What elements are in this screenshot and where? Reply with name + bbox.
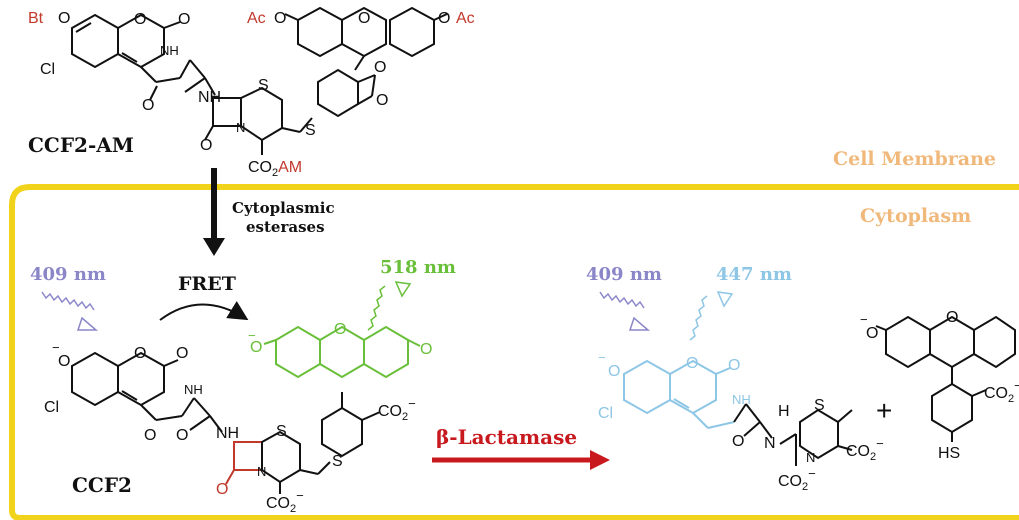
atom-o: O: [200, 137, 212, 154]
excitation-wave-left: [41, 291, 95, 311]
ccf2-fluorescein: [263, 325, 421, 379]
atom-o: O: [216, 481, 228, 498]
atom-nh: NH: [160, 43, 179, 58]
atom-minus: −: [598, 350, 606, 365]
atom-o: O: [358, 10, 370, 27]
atom-ac: Ac: [247, 10, 266, 27]
atom-cl: Cl: [44, 399, 59, 416]
emission-wave-green: [367, 285, 386, 331]
emission-arrowhead-green: [394, 281, 412, 298]
emission-arrowhead-blue: [716, 291, 734, 308]
atom-o: O: [438, 10, 450, 27]
atom-o: O: [334, 321, 346, 338]
atom-n: N: [257, 464, 266, 479]
atom-o: O: [732, 433, 744, 450]
excitation-label-right: 409 nm: [586, 264, 662, 285]
atom-minus: −: [248, 328, 256, 343]
atom-cl: Cl: [40, 61, 55, 78]
atom-o: O: [250, 339, 262, 356]
atom-s: S: [332, 453, 343, 470]
atom-s: S: [814, 397, 825, 414]
atom-o: O: [144, 427, 156, 444]
atom-o: O: [58, 10, 70, 27]
atom-n: N: [236, 120, 245, 135]
cell-membrane-label: Cell Membrane: [833, 148, 996, 170]
lactamase-arrowhead: [590, 450, 610, 470]
esterase-label-line1: Cytoplasmic: [232, 199, 335, 217]
atom-o: O: [866, 325, 878, 342]
emission-label-green: 518 nm: [380, 257, 456, 278]
excitation-arrowhead-left: [76, 316, 99, 331]
atom-nh: NH: [216, 425, 239, 442]
atom-co2: CO2−: [378, 396, 416, 423]
atom-s: S: [305, 122, 316, 139]
ccf2-label: CCF2: [72, 473, 132, 497]
excitation-label-left: 409 nm: [30, 264, 106, 285]
atom-ac: Ac: [456, 10, 475, 27]
fret-label: FRET: [178, 273, 236, 295]
esterase-arrowhead: [203, 238, 225, 256]
plus-sign: +: [876, 395, 892, 426]
atom-o: O: [134, 345, 146, 362]
atom-s: S: [258, 77, 269, 94]
atom-hs: HS: [938, 445, 960, 462]
atom-o: O: [420, 341, 432, 358]
atom-co2: CO2−: [846, 436, 884, 463]
atom-o: O: [946, 309, 958, 326]
atom-o: O: [686, 355, 698, 372]
atom-cl: Cl: [598, 405, 613, 422]
cell-membrane-outline: [9, 184, 1019, 520]
atom-n: N: [764, 435, 776, 452]
atom-nh: NH: [198, 89, 221, 106]
product-fluorescein: [875, 315, 1016, 442]
excitation-wave-right: [599, 291, 645, 309]
atom-minus: −: [52, 340, 60, 355]
ccf2am-label: CCF2-AM: [28, 133, 134, 157]
atom-nh: NH: [184, 382, 203, 397]
atom-o: O: [134, 11, 146, 28]
fret-arrow: [159, 301, 249, 321]
excitation-arrowhead-right: [628, 316, 651, 331]
product-coumarin: [623, 359, 735, 429]
atom-o: O: [728, 357, 740, 374]
ccf2-coumarin: [71, 351, 223, 433]
atom-co2: CO2AM: [248, 159, 302, 179]
atom-co2: CO2−: [778, 466, 816, 493]
atom-o: O: [376, 92, 388, 109]
atom-o: O: [178, 11, 190, 28]
emission-wave-blue: [689, 295, 708, 341]
atom-o: O: [274, 10, 286, 27]
atom-o: O: [608, 363, 620, 380]
lactamase-label: β-Lactamase: [436, 425, 577, 449]
atom-co2: CO2−: [984, 378, 1019, 405]
product-cephem-fragment: [733, 403, 853, 466]
atom-h: H: [778, 403, 790, 420]
atom-bt: Bt: [28, 10, 44, 27]
atom-n: N: [806, 450, 815, 465]
ccf2-thiazine: [261, 392, 381, 494]
emission-label-blue: 447 nm: [716, 264, 792, 285]
atom-minus: −: [860, 312, 868, 327]
atom-o: O: [374, 59, 386, 76]
ccf2am-molecule: [71, 6, 448, 155]
atom-o: O: [58, 353, 70, 370]
esterase-label-line2: esterases: [246, 218, 325, 236]
atom-nh: NH: [732, 392, 751, 407]
atom-o: O: [142, 97, 154, 114]
atom-co2: CO2−: [266, 488, 304, 515]
atom-o: O: [176, 427, 188, 444]
atom-s: S: [276, 423, 287, 440]
cytoplasm-label: Cytoplasm: [860, 205, 971, 227]
atom-o: O: [176, 345, 188, 362]
